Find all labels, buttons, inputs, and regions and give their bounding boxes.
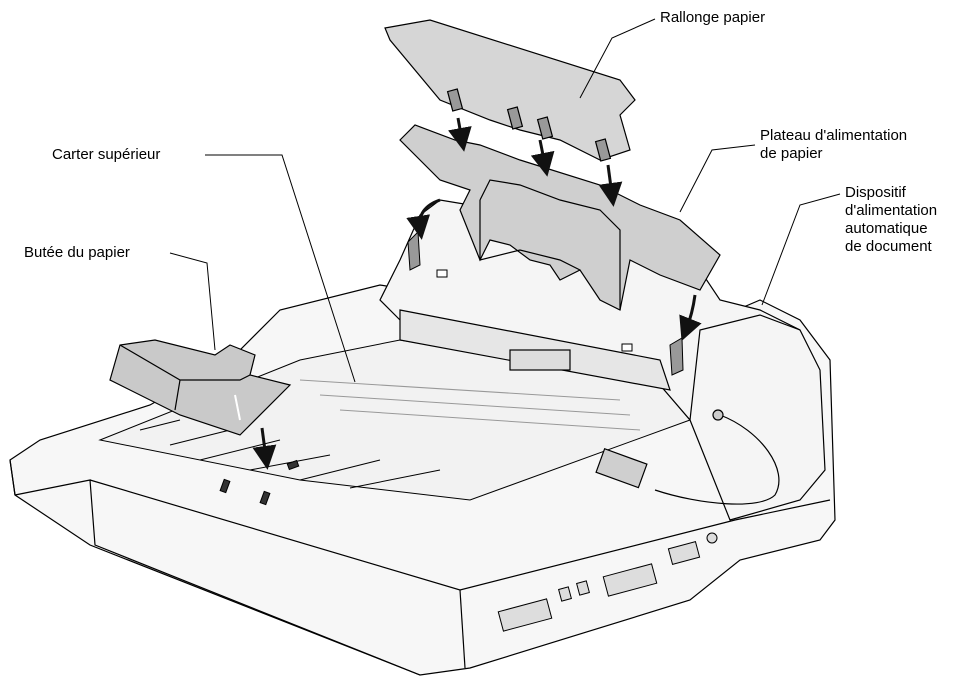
leader-lines: [169, 18, 841, 383]
label-adf-line3: automatique: [845, 220, 928, 237]
label-paper-tray-line2: de papier: [760, 145, 823, 162]
label-adf-line2: d'alimentation: [845, 202, 938, 219]
label-paper-extension: Rallonge papier: [660, 9, 766, 26]
adf-unit: [379, 199, 826, 521]
label-top-cover: Carter supérieur: [52, 146, 161, 163]
label-adf-line4: de document: [845, 238, 932, 255]
rear-connectors: [497, 532, 718, 632]
label-paper-stop: Butée du papier: [24, 244, 130, 261]
base-slots: [219, 459, 300, 506]
paper-extension: [384, 19, 636, 162]
assembly-arrows: [252, 117, 702, 470]
paper-stop: [109, 339, 292, 436]
label-paper-tray-line1: Plateau d'alimentation: [760, 127, 908, 144]
top-cover: [98, 339, 691, 501]
paper-feed-tray: [399, 124, 721, 311]
cable: [595, 409, 780, 505]
side-tabs: [407, 230, 684, 376]
label-adf-line1: Dispositif: [845, 184, 906, 201]
